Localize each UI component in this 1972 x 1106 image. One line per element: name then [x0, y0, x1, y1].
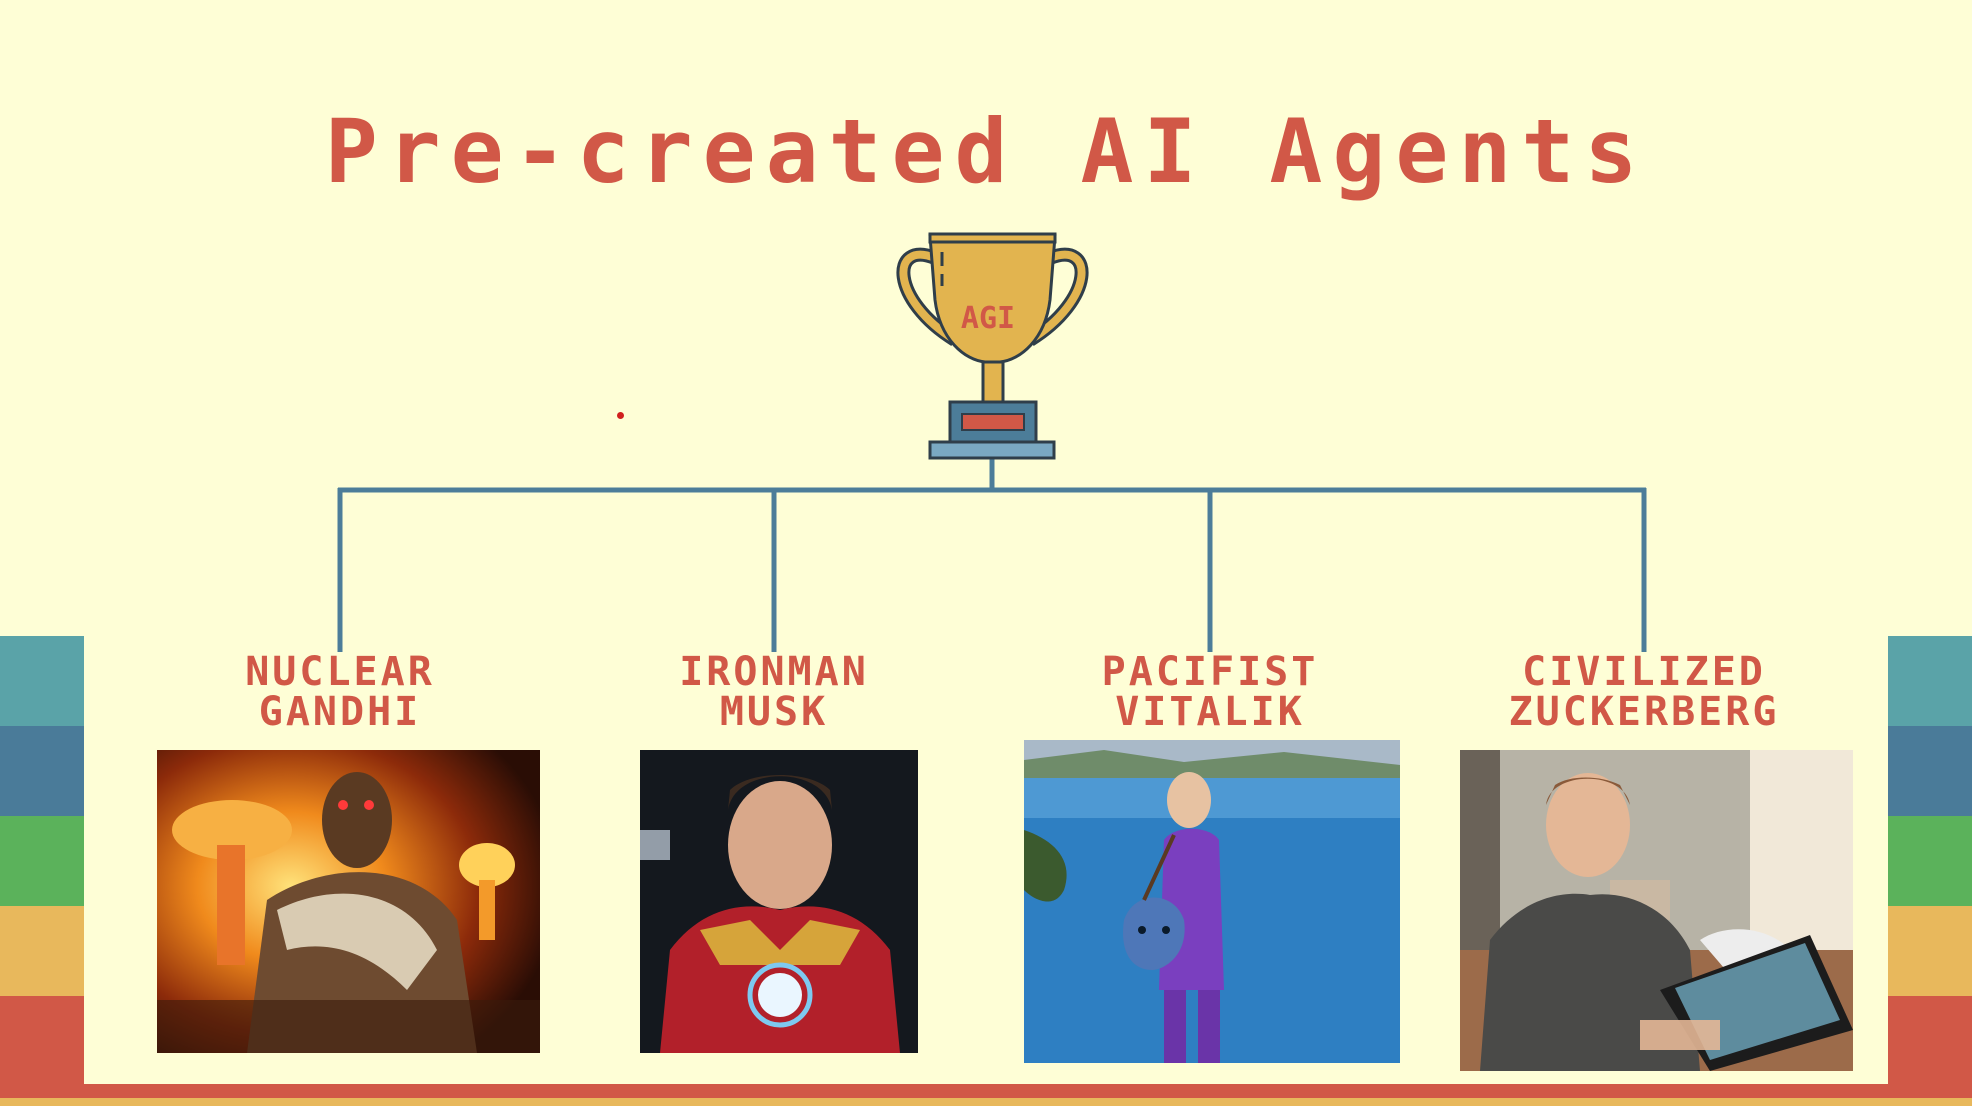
photo-nuclear-gandhi	[157, 750, 540, 1053]
agent-label-pacifist-vitalik: PACIFIST VITALIK	[1101, 649, 1319, 735]
photo-civilized-zuckerberg	[1460, 750, 1853, 1071]
connector-lines	[337, 458, 1647, 652]
stripe-green	[0, 816, 84, 906]
stripe-blue	[1888, 726, 1972, 816]
page-title: Pre-created AI Agents	[324, 100, 1648, 203]
photo-pacifist-vitalik	[1024, 740, 1400, 1063]
trophy-icon	[896, 232, 1089, 460]
bottom-decorative-bar	[0, 1084, 1972, 1106]
stripe-green	[1888, 816, 1972, 906]
trophy-label: AGI	[961, 301, 1015, 336]
stripe-yellow	[0, 906, 84, 996]
agent-label-civilized-zuckerberg: CIVILIZED ZUCKERBERG	[1508, 649, 1780, 735]
stripe-teal	[0, 636, 84, 726]
stray-dot	[617, 412, 624, 419]
agent-label-nuclear-gandhi: NUCLEAR GANDHI	[245, 649, 435, 735]
stripe-yellow	[1888, 906, 1972, 996]
stripe-blue	[0, 726, 84, 816]
photo-ironman-musk	[640, 750, 918, 1053]
agent-label-ironman-musk: IRONMAN MUSK	[679, 649, 869, 735]
stripe-teal	[1888, 636, 1972, 726]
